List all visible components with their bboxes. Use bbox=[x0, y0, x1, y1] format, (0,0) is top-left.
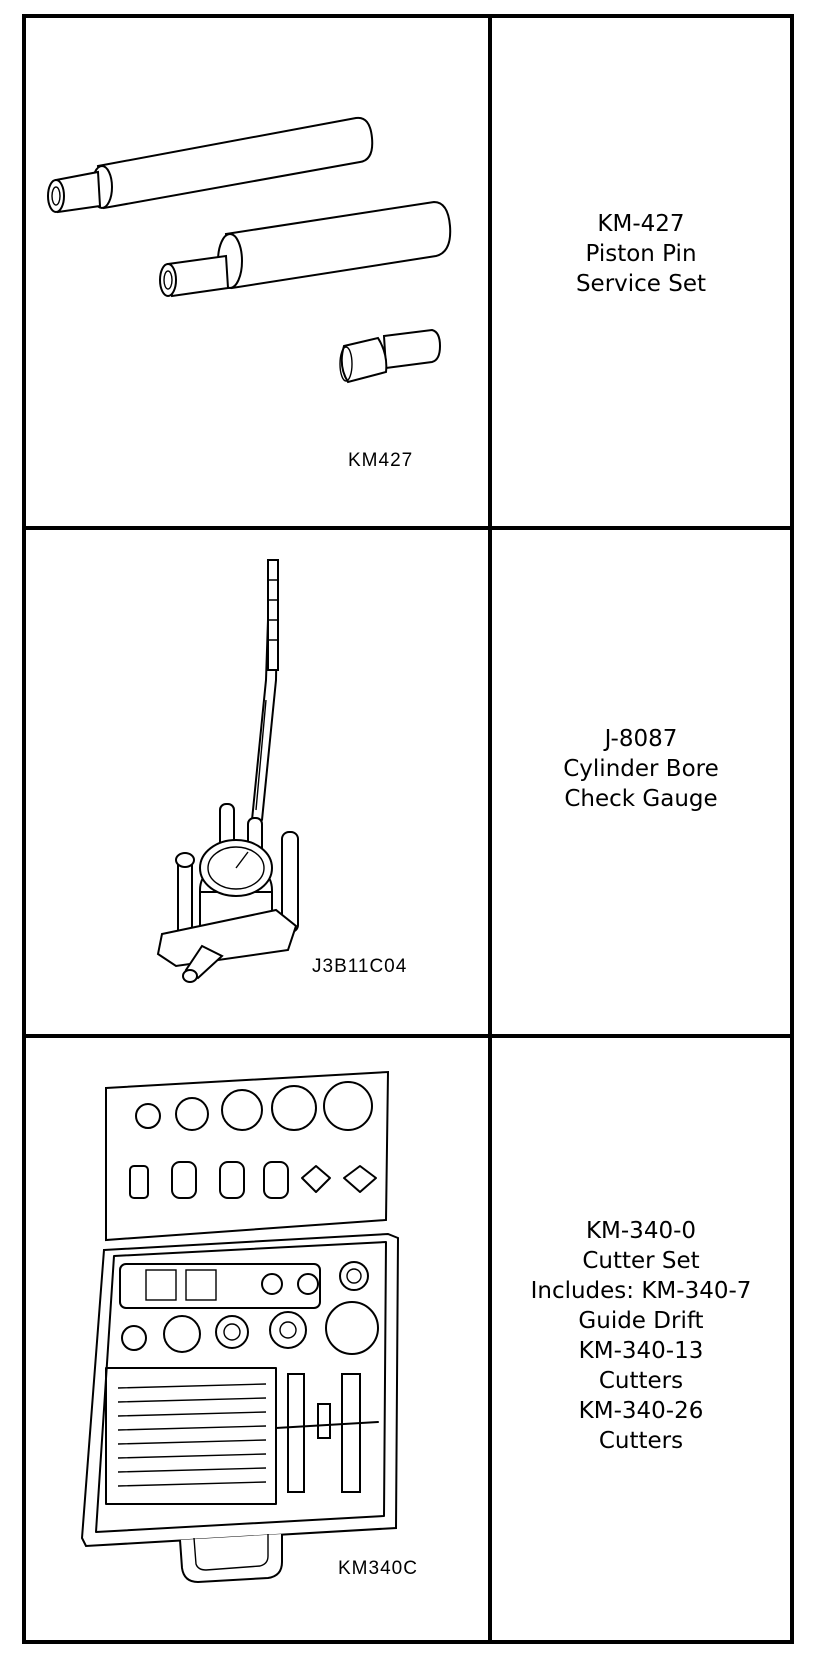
tool-number: KM-340-0 bbox=[585, 1218, 697, 1244]
cutter-set-case-icon bbox=[80, 1070, 400, 1584]
tool-description-cell: KM-427 Piston Pin Service Set bbox=[492, 18, 790, 530]
tool-name-line: Piston Pin bbox=[585, 241, 697, 267]
tool-image-cell: KM427 bbox=[26, 18, 492, 530]
tool-description: J-8087 Cylinder Bore Check Gauge bbox=[563, 724, 719, 814]
tool-name-line: Cylinder Bore bbox=[563, 756, 719, 782]
tool-name-line: Cutters bbox=[598, 1428, 684, 1454]
tool-description-cell: J-8087 Cylinder Bore Check Gauge bbox=[492, 530, 790, 1038]
piston-pin-service-set-icon bbox=[47, 116, 452, 384]
figure-code: J3B11C04 bbox=[312, 956, 408, 977]
tool-name-line: Cutters bbox=[598, 1368, 684, 1394]
tool-name-line: KM-340-26 bbox=[578, 1398, 704, 1424]
figure-code: KM340C bbox=[338, 1558, 418, 1579]
tool-row-km427: KM427 KM-427 Piston Pin Service Set bbox=[26, 18, 790, 530]
tool-number: J-8087 bbox=[604, 726, 678, 752]
tool-image-cell: J3B11C04 bbox=[26, 530, 492, 1038]
tool-description-cell: KM-340-0 Cutter Set Includes: KM-340-7 G… bbox=[492, 1038, 790, 1640]
figure-code: KM427 bbox=[348, 450, 414, 471]
tool-name-line: Check Gauge bbox=[564, 786, 718, 812]
tool-name-line: Includes: KM-340-7 bbox=[530, 1278, 752, 1304]
tool-image-cell: KM340C bbox=[26, 1038, 492, 1640]
tool-name-line: Service Set bbox=[575, 271, 707, 297]
tool-row-j8087: J3B11C04 J-8087 Cylinder Bore Check Gaug… bbox=[26, 526, 790, 1038]
tool-name-line: KM-340-13 bbox=[578, 1338, 704, 1364]
tool-description: KM-427 Piston Pin Service Set bbox=[576, 209, 706, 299]
tool-description: KM-340-0 Cutter Set Includes: KM-340-7 G… bbox=[531, 1216, 752, 1456]
special-tools-table: KM427 KM-427 Piston Pin Service Set bbox=[22, 14, 794, 1644]
tool-row-km3400: KM340C KM-340-0 Cutter Set Includes: KM-… bbox=[26, 1034, 790, 1640]
tool-name-line: Guide Drift bbox=[578, 1308, 704, 1334]
tool-name-line: Cutter Set bbox=[582, 1248, 700, 1274]
cylinder-bore-gauge-icon bbox=[156, 559, 299, 983]
tool-number: KM-427 bbox=[597, 211, 685, 237]
